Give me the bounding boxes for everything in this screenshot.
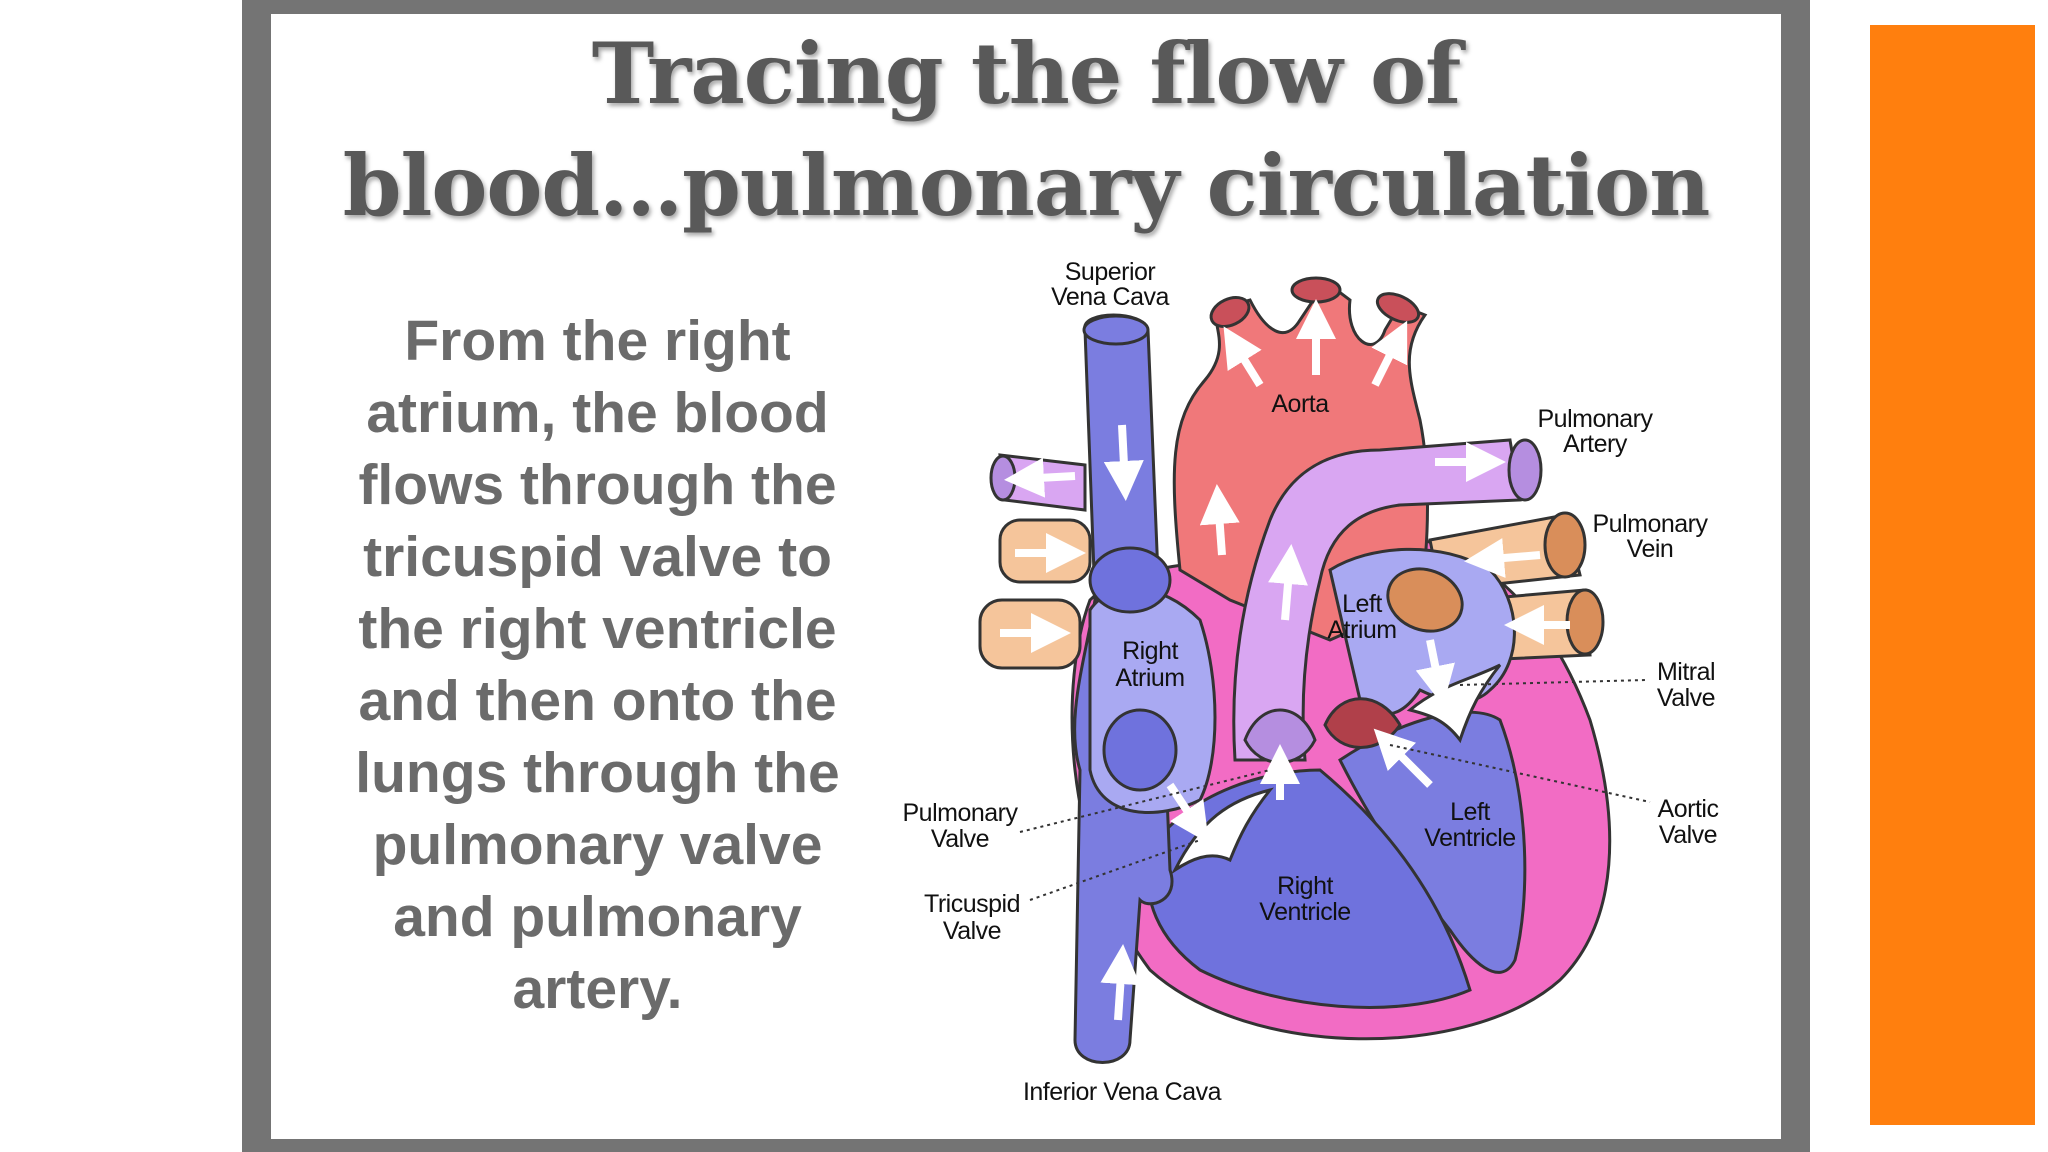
label-pulmonary-valve-2: Valve	[931, 825, 989, 853]
label-left-atrium-2: Atrium	[1327, 616, 1396, 644]
heart-diagram: Superior Vena Cava Aorta Pulmonary Arter…	[903, 258, 1719, 1106]
label-pulmonary-artery-1: Pulmonary	[1538, 405, 1654, 433]
label-right-ventricle-1: Right	[1277, 872, 1333, 900]
label-mitral-valve-2: Valve	[1657, 684, 1715, 712]
label-left-ventricle-1: Left	[1450, 798, 1490, 826]
label-aortic-valve-1: Aortic	[1658, 795, 1719, 823]
label-pulmonary-vein-1: Pulmonary	[1593, 510, 1709, 538]
label-tricuspid-valve-2: Valve	[943, 917, 1001, 945]
label-aorta: Aorta	[1271, 390, 1329, 418]
label-tricuspid-valve-1: Tricuspid	[924, 890, 1020, 918]
flow-arrows	[1000, 299, 1570, 1021]
label-left-ventricle-2: Ventricle	[1424, 824, 1515, 852]
label-inferior-vena-cava: Inferior Vena Cava	[1023, 1078, 1222, 1106]
slide-title-line-2: blood…pulmonary circulation	[342, 136, 1711, 235]
label-right-atrium-2: Atrium	[1115, 664, 1184, 692]
label-mitral-valve-1: Mitral	[1657, 658, 1715, 686]
diagram-labels: Superior Vena Cava Aorta Pulmonary Arter…	[903, 258, 1719, 1106]
label-pulmonary-artery-2: Artery	[1563, 430, 1628, 458]
label-right-ventricle-2: Ventricle	[1259, 898, 1350, 926]
label-superior-vena-cava-1: Superior	[1065, 258, 1156, 286]
vena-cava	[1073, 313, 1217, 1064]
slide-body-text: From the right atrium, the blood flows t…	[355, 309, 840, 1021]
label-leaders	[1019, 679, 1651, 901]
label-pulmonary-vein-2: Vein	[1627, 535, 1674, 563]
slide-title-line-1: Tracing the flow of	[591, 24, 1462, 123]
label-superior-vena-cava-2: Vena Cava	[1051, 283, 1169, 311]
accent-bar	[1870, 25, 2035, 1125]
label-aortic-valve-2: Valve	[1659, 821, 1717, 849]
label-left-atrium-1: Left	[1342, 590, 1382, 618]
slide-title: Tracing the flow of blood…pulmonary circ…	[271, 18, 1781, 242]
label-pulmonary-valve-1: Pulmonary	[903, 799, 1019, 827]
label-right-atrium-1: Right	[1122, 637, 1178, 665]
